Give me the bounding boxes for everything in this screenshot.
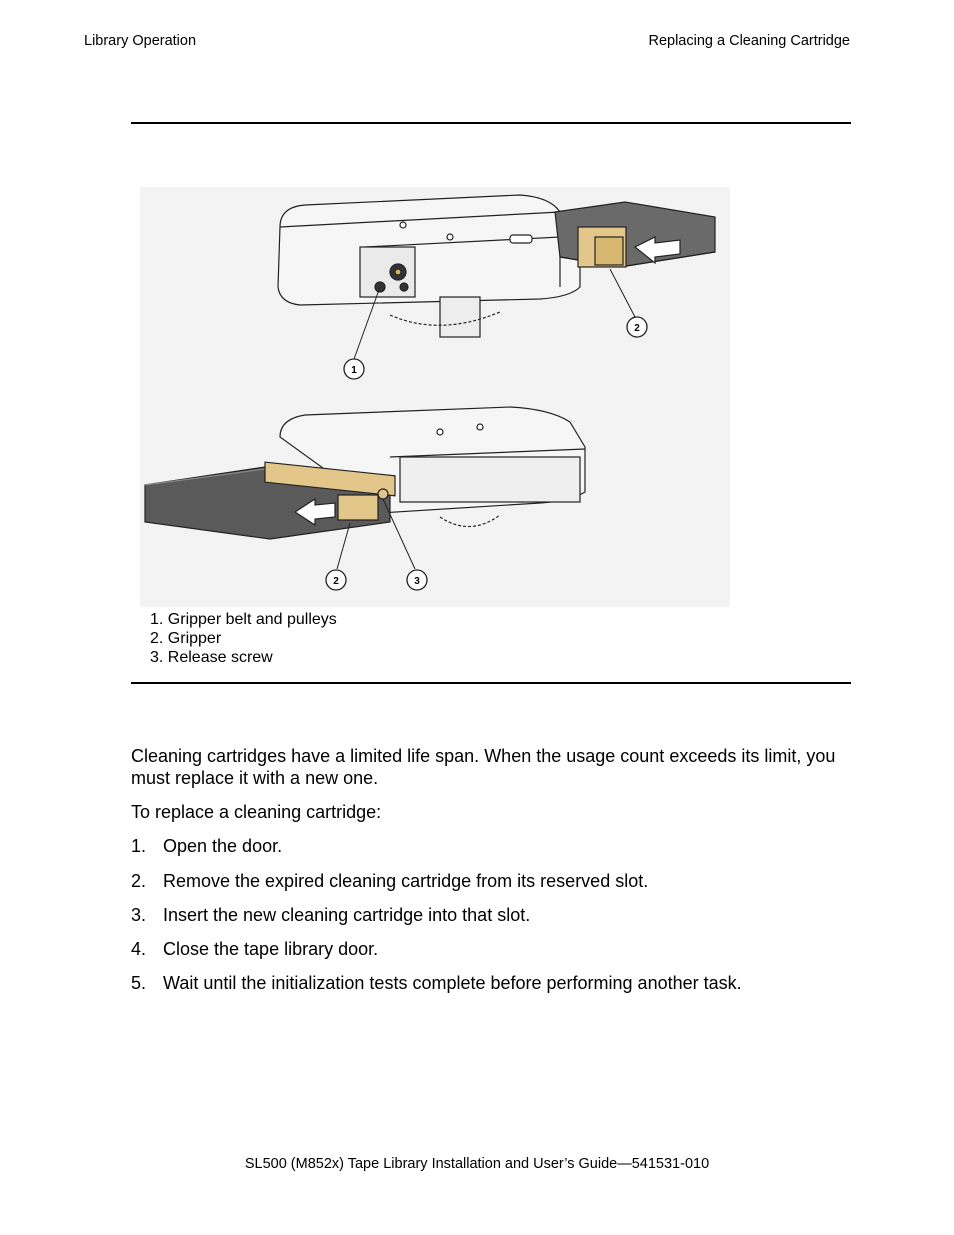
- running-header-right: Replacing a Cleaning Cartridge: [648, 33, 850, 49]
- step-2: 2. Remove the expired cleaning cartridge …: [131, 870, 648, 892]
- figure-legend: 1. Gripper belt and pulleys 2. Gripper 3…: [150, 610, 337, 667]
- step-5: 5. Wait until the initialization tests co…: [131, 972, 742, 994]
- footer-doc-number: 541531-010: [631, 1156, 710, 1172]
- gripper-illustration-svg: 1 2 2: [140, 187, 730, 607]
- footer-title: SL500 (M852x) Tape Library Installation …: [244, 1156, 618, 1172]
- step-text: Wait until the initialization tests comp…: [163, 973, 742, 993]
- step-number: 5.: [131, 973, 147, 993]
- intro-paragraph: Cleaning cartridges have a limited life …: [131, 746, 836, 788]
- step-1: 1. Open the door.: [131, 835, 282, 857]
- footer-separator: —: [617, 1156, 632, 1172]
- step-number: 3.: [131, 905, 147, 925]
- step-number: 1.: [131, 836, 147, 856]
- callout-1-top: 1: [343, 358, 365, 380]
- callout-2-top: 2: [626, 316, 648, 338]
- legend-item-2: 2. Gripper: [150, 630, 222, 647]
- step-text: Insert the new cleaning cartridge into t…: [163, 905, 531, 925]
- step-number: 4.: [131, 939, 147, 959]
- legend-item-3: 3. Release screw: [150, 649, 273, 666]
- procedure-lead: To replace a cleaning cartridge:: [131, 802, 382, 822]
- callout-1-label: 1: [351, 365, 357, 376]
- step-text: Close the tape library door.: [163, 939, 379, 959]
- legend-item-1: 1. Gripper belt and pulleys: [150, 611, 337, 628]
- callout-2-label: 2: [634, 323, 640, 334]
- step-text: Remove the expired cleaning cartridge fr…: [163, 871, 649, 891]
- cartridge-top: [554, 201, 716, 268]
- figure-bottom-rule: [131, 682, 851, 684]
- callout-2-bottom: 2: [325, 569, 347, 591]
- figure-top-rule: [131, 122, 851, 124]
- running-footer: SL500 (M852x) Tape Library Installation …: [0, 1156, 954, 1172]
- callout-3-bottom: 3: [406, 569, 428, 591]
- step-4: 4. Close the tape library door.: [131, 938, 378, 960]
- cartridge-bottom: [144, 461, 396, 540]
- callout-2b-label: 2: [333, 576, 339, 587]
- gripper-illustration: 1 2 2: [140, 187, 730, 607]
- running-header-left: Library Operation: [84, 33, 197, 49]
- step-number: 2.: [131, 871, 147, 891]
- step-text: Open the door.: [163, 836, 283, 856]
- callout-3-label: 3: [414, 576, 420, 587]
- step-3: 3. Insert the new cleaning cartridge into…: [131, 904, 530, 926]
